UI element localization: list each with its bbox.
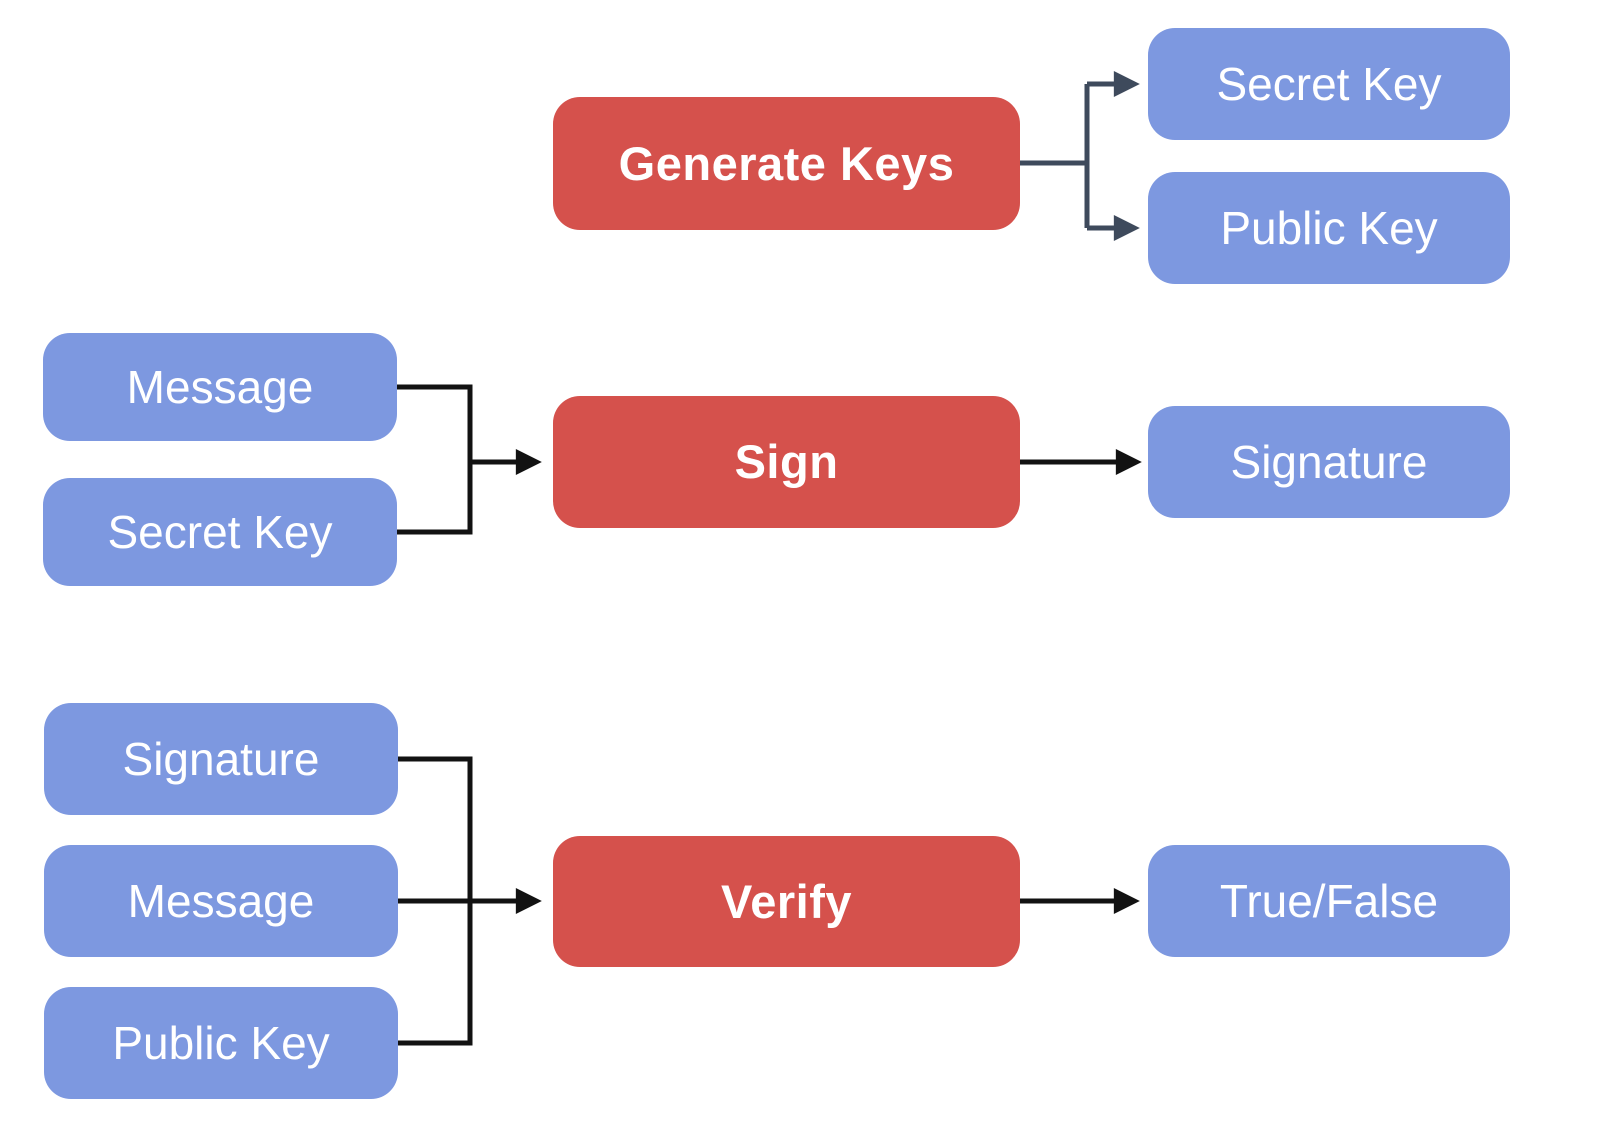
node-label: Verify bbox=[720, 874, 853, 928]
connector-message-to-sign bbox=[397, 384, 473, 462]
node-label: Public Key bbox=[112, 1016, 330, 1069]
node-label: True/False bbox=[1219, 874, 1439, 927]
node-public-key-output: Public Key bbox=[1148, 172, 1510, 284]
node-sign: Sign bbox=[553, 396, 1020, 528]
connector-secret-key-to-sign bbox=[397, 462, 473, 535]
node-signature-output: Signature bbox=[1148, 406, 1510, 518]
node-generate-keys: Generate Keys bbox=[553, 97, 1020, 230]
node-label: Generate Keys bbox=[618, 136, 955, 190]
node-public-key-verify-input: Public Key bbox=[44, 987, 398, 1099]
node-message-verify-input: Message bbox=[44, 845, 398, 957]
node-label: Secret Key bbox=[107, 505, 333, 558]
connector-public-key-to-verify bbox=[398, 901, 473, 1046]
node-label: Message bbox=[127, 874, 315, 927]
node-true-false: True/False bbox=[1148, 845, 1510, 957]
node-label: Sign bbox=[734, 435, 839, 489]
node-signature-verify-input: Signature bbox=[44, 703, 398, 815]
node-message-sign-input: Message bbox=[43, 333, 397, 441]
node-label: Signature bbox=[122, 732, 320, 785]
node-label: Public Key bbox=[1220, 201, 1438, 254]
node-verify: Verify bbox=[553, 836, 1020, 967]
node-label: Secret Key bbox=[1216, 57, 1442, 110]
node-label: Message bbox=[126, 360, 314, 413]
node-secret-key-sign-input: Secret Key bbox=[43, 478, 397, 586]
node-secret-key-output: Secret Key bbox=[1148, 28, 1510, 140]
connector-signature-to-verify bbox=[398, 756, 473, 901]
node-label: Signature bbox=[1230, 435, 1428, 488]
